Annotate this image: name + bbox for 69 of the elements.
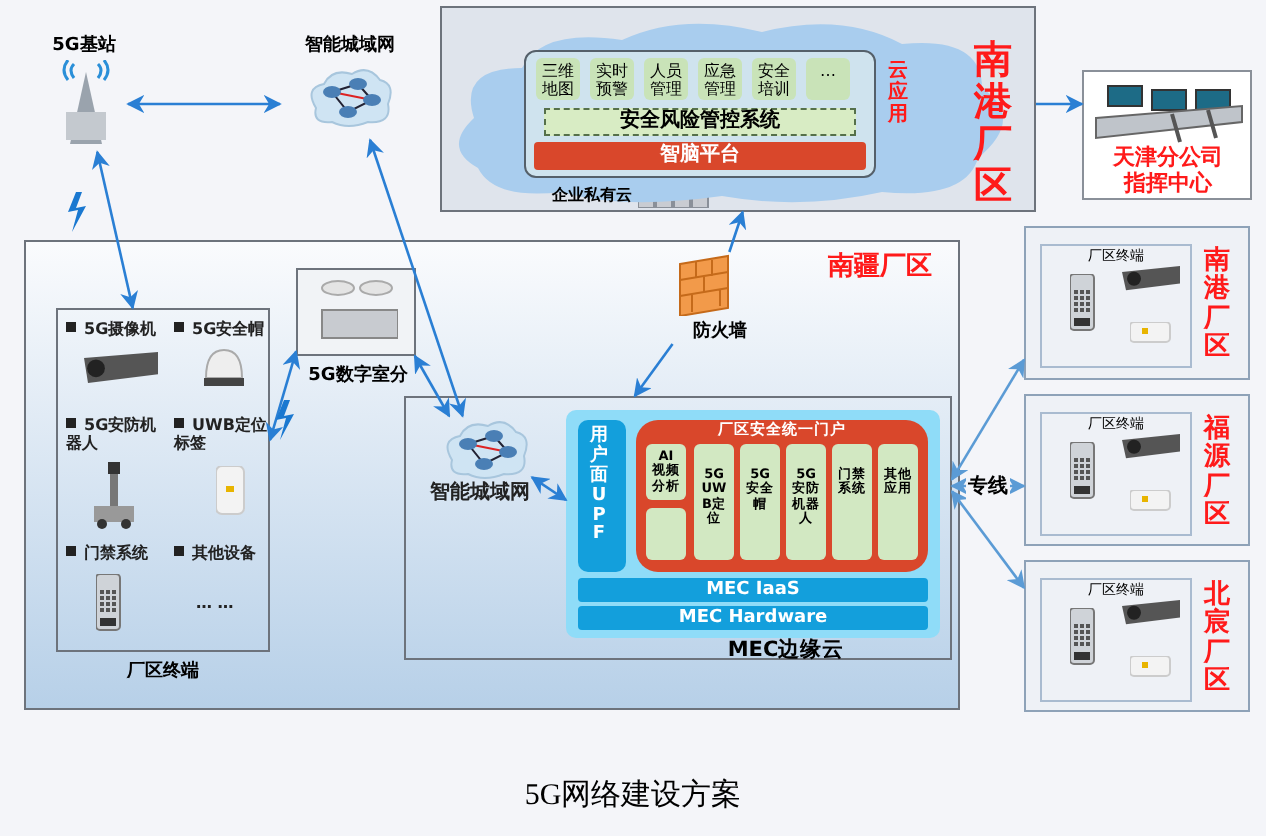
terminal-box bbox=[1040, 578, 1192, 702]
layer-bar bbox=[578, 578, 928, 602]
command-center-box bbox=[1082, 70, 1252, 200]
mec-container bbox=[566, 410, 940, 638]
app-module bbox=[806, 58, 850, 100]
label-text: 用户面UPF bbox=[590, 428, 608, 547]
connector-arrow bbox=[92, 150, 138, 310]
factory-panel bbox=[24, 240, 960, 710]
terminal-box bbox=[1040, 244, 1192, 368]
device-label: 5G安全帽 bbox=[174, 320, 270, 339]
zone-title: 福源厂区 bbox=[1204, 416, 1230, 531]
label-text: 安全培训 bbox=[756, 62, 792, 99]
zone-title: 南疆厂区 bbox=[826, 254, 934, 284]
terminal-box bbox=[1040, 412, 1192, 536]
zone-title: 北宸厂区 bbox=[1204, 582, 1230, 697]
app-module bbox=[878, 444, 918, 560]
portal-panel bbox=[636, 420, 928, 572]
connector-arrow bbox=[126, 94, 282, 114]
upf-bar bbox=[578, 420, 626, 572]
ellipsis-text: … … bbox=[196, 594, 236, 613]
connector-arrow bbox=[950, 489, 1026, 590]
label-text: MEC IaaS bbox=[704, 578, 802, 602]
factory-panel bbox=[1024, 560, 1250, 712]
label-text: MEC边缘云 bbox=[725, 638, 847, 663]
label-text: 智能城域网 bbox=[428, 482, 532, 505]
zone-title: 南港厂区 bbox=[974, 40, 1012, 208]
connector-arrow bbox=[1036, 94, 1084, 114]
connector-arrow bbox=[728, 210, 747, 253]
label-text: 企业私有云 bbox=[550, 186, 634, 205]
label-text: 智脑平台 bbox=[658, 142, 742, 170]
factory-panel bbox=[1024, 226, 1250, 380]
label-text: 智能城域网 bbox=[303, 36, 397, 57]
connector-arrow bbox=[530, 476, 568, 502]
layer-bar bbox=[578, 606, 928, 630]
label-text: 厂区终端 bbox=[125, 662, 201, 683]
label-text: 5G基站 bbox=[50, 36, 118, 57]
app-module bbox=[740, 444, 780, 560]
connector-arrow bbox=[265, 349, 301, 442]
platform-bar bbox=[534, 142, 866, 170]
label-text: … bbox=[818, 62, 838, 81]
mec-panel bbox=[404, 396, 952, 660]
label-text: 5G数字室分 bbox=[306, 366, 410, 387]
connector-arrow bbox=[633, 343, 674, 398]
device-label: 门禁系统 bbox=[66, 544, 162, 563]
label-text: 实时预警 bbox=[594, 62, 630, 99]
label-text: 天津分公司指挥中心 bbox=[1111, 146, 1225, 197]
device-label: 5G安防机器人 bbox=[66, 416, 162, 453]
device-label: UWB定位标签 bbox=[174, 416, 270, 453]
zone-title: 南港厂区 bbox=[1204, 248, 1230, 363]
label-text: 人员管理 bbox=[648, 62, 684, 99]
factory-panel bbox=[1024, 394, 1250, 546]
app-module bbox=[646, 508, 686, 560]
connector-arrow bbox=[950, 358, 1026, 481]
app-module bbox=[786, 444, 826, 560]
label-text: 应急管理 bbox=[702, 62, 738, 99]
system-bar bbox=[544, 108, 856, 136]
app-module bbox=[694, 444, 734, 560]
caption: 5G网络建设方案 bbox=[522, 776, 744, 814]
label-text: MEC Hardware bbox=[676, 606, 830, 630]
edge-label: 专线 bbox=[966, 472, 1010, 500]
app-module bbox=[832, 444, 872, 560]
device-label: 其他设备 bbox=[174, 544, 270, 563]
connector-arrow bbox=[413, 354, 451, 418]
device-label: 5G摄像机 bbox=[66, 320, 162, 339]
label-text: 云应用 bbox=[888, 60, 908, 126]
connector-arrow bbox=[366, 138, 466, 418]
label-text: 防火墙 bbox=[691, 322, 749, 343]
label-text: 三维地图 bbox=[540, 62, 576, 99]
label-text: 安全风险管控系统 bbox=[618, 110, 782, 134]
